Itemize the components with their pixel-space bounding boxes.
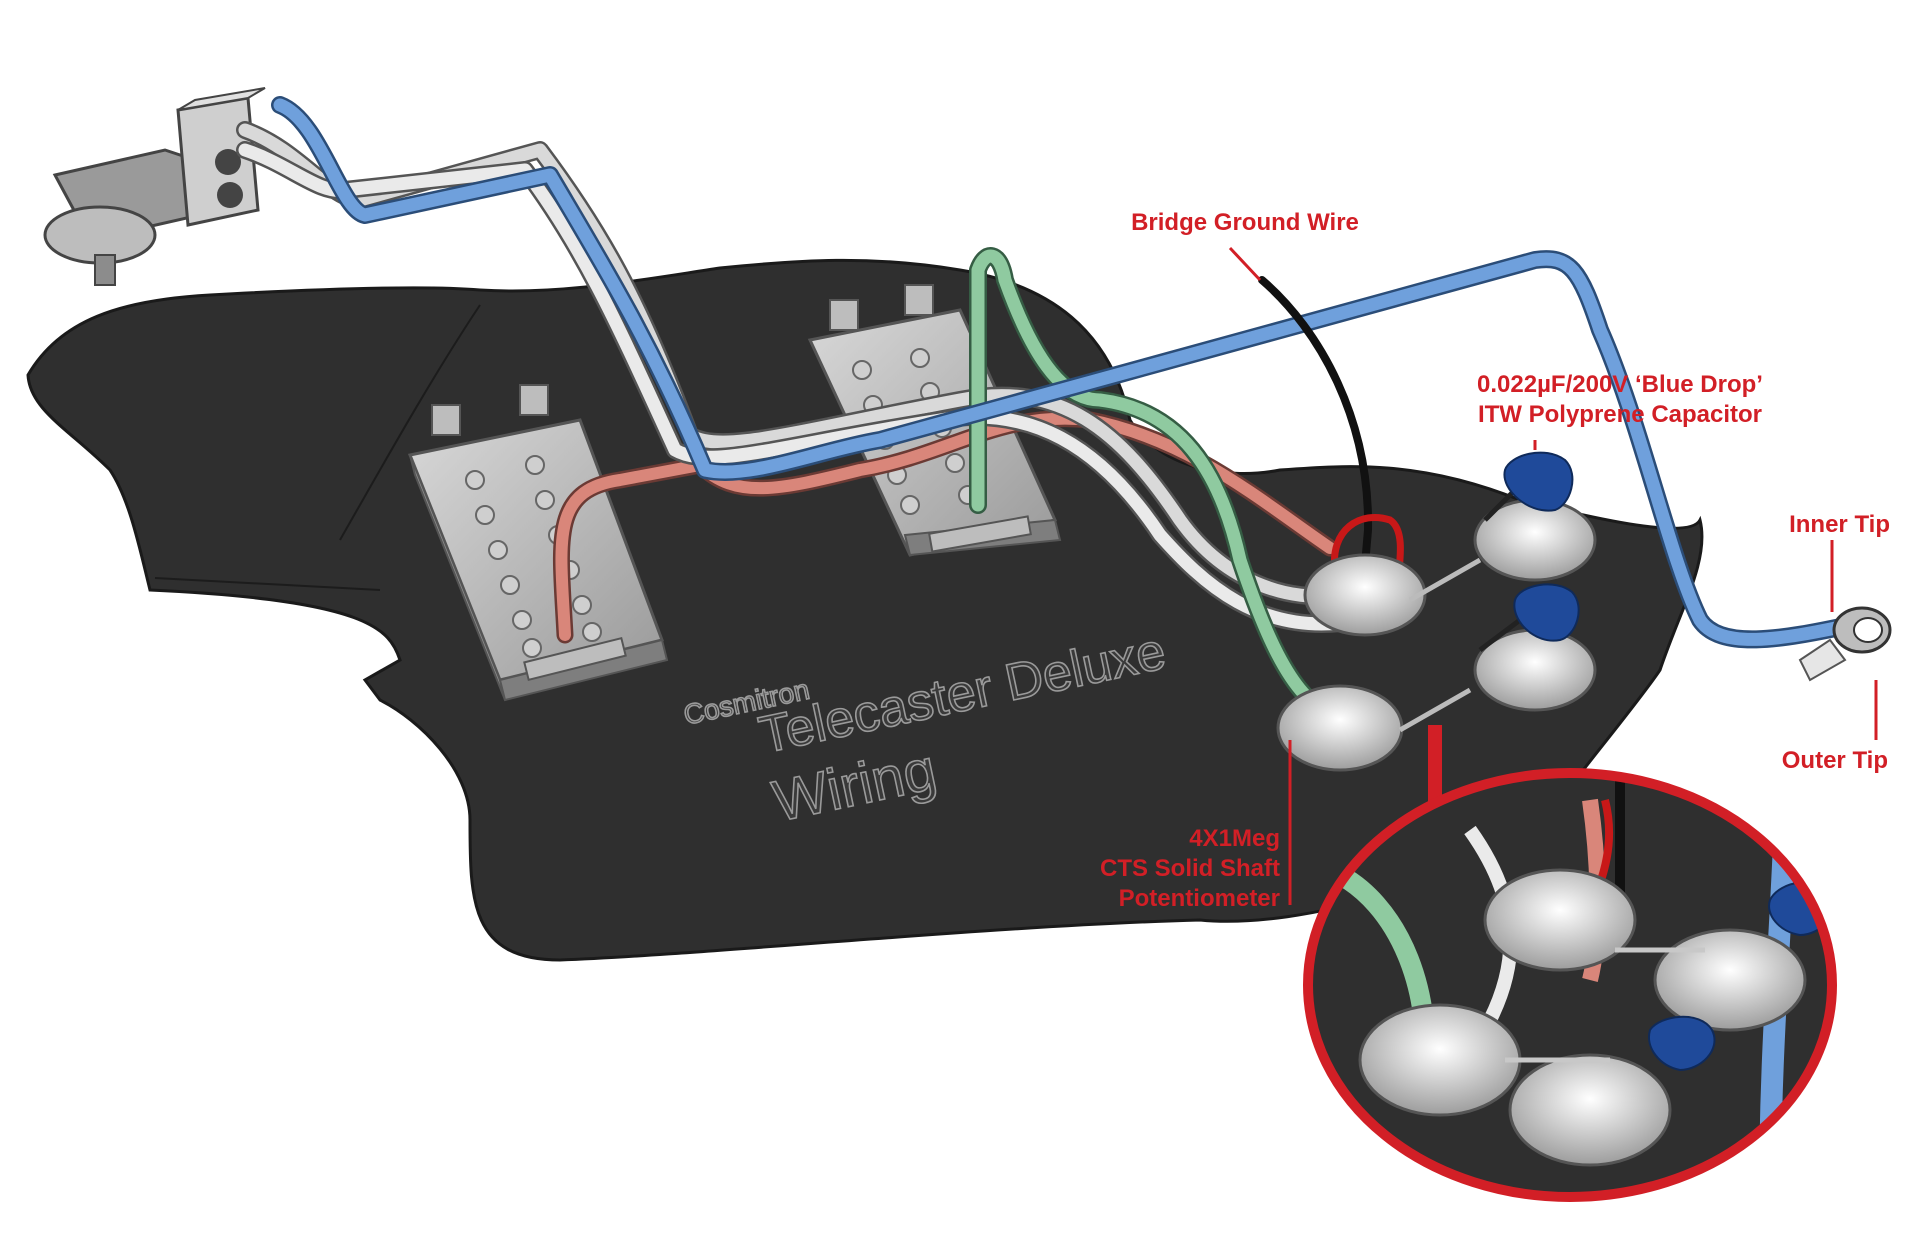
label-capacitor-line1: 0.022µF/200V ‘Blue Drop’ bbox=[1477, 371, 1763, 398]
pot-volume-neck bbox=[1303, 553, 1427, 637]
label-pot-line1: 4X1Meg bbox=[1189, 825, 1280, 852]
label-capacitor-line2: ITW Polyprene Capacitor bbox=[1477, 401, 1763, 428]
capacitor-bridge bbox=[1478, 583, 1580, 652]
callout-lines bbox=[1228, 246, 1878, 905]
label-inner-tip: Inner Tip bbox=[1789, 511, 1890, 538]
label-pot-line3: Potentiometer bbox=[1118, 885, 1280, 912]
label-potentiometer: 4X1Meg CTS Solid Shaft Potentiometer bbox=[1000, 824, 1280, 914]
output-jack bbox=[1798, 606, 1892, 682]
label-bridge-ground-wire: Bridge Ground Wire bbox=[1131, 209, 1359, 236]
pot-volume-bridge bbox=[1276, 684, 1404, 772]
wires bbox=[236, 96, 1859, 721]
label-capacitor: 0.022µF/200V ‘Blue Drop’ ITW Polyprene C… bbox=[1430, 370, 1810, 430]
red-jumper bbox=[1330, 513, 1404, 584]
capacitor-neck bbox=[1483, 451, 1574, 522]
pot-leads bbox=[1398, 557, 1482, 733]
bridge-ground-wire bbox=[1258, 276, 1373, 569]
label-pot-line2: CTS Solid Shaft bbox=[1100, 855, 1280, 882]
label-outer-tip: Outer Tip bbox=[1781, 747, 1888, 774]
toggle-switch bbox=[43, 87, 266, 286]
